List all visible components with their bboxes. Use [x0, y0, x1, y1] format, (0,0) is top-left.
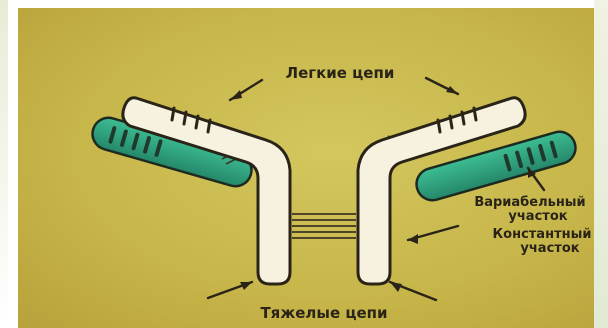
label-constant-line2: участок: [520, 241, 579, 256]
antibody-diagram: Легкие цепи Вариабельный участок Констан…: [18, 8, 594, 328]
right-border: [594, 0, 608, 328]
left-border: [0, 0, 8, 328]
label-heavy-chains: Тяжелые цепи: [260, 304, 387, 322]
label-constant-line1: Константный: [493, 227, 592, 242]
label-variable-line2: участок: [508, 209, 567, 224]
label-light-chains: Легкие цепи: [286, 64, 395, 82]
label-variable-line1: Вариабельный: [474, 195, 585, 210]
